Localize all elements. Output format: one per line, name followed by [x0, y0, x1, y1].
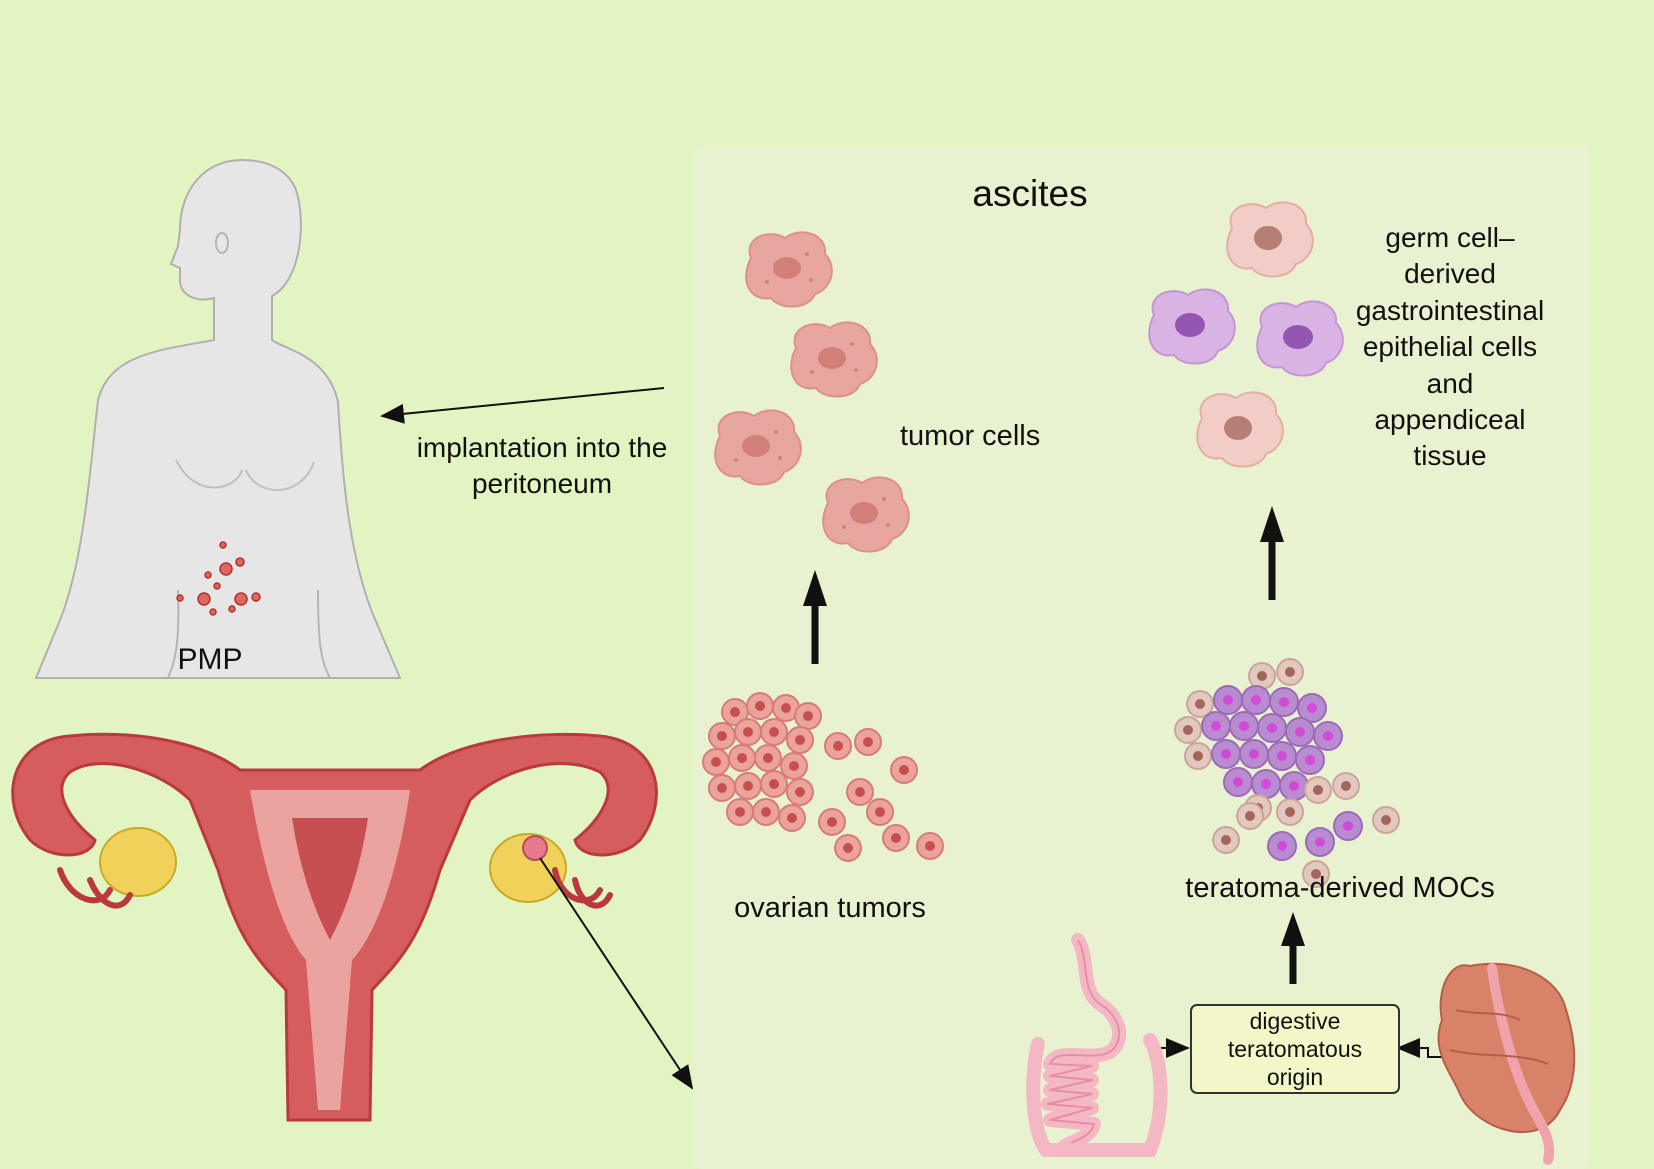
- human-body-icon: [34, 158, 402, 679]
- implantation-label: implantation into the peritoneum: [416, 432, 668, 500]
- uterus-icon: [11, 732, 658, 1122]
- ovary-to-panel-arrow: [539, 857, 694, 1090]
- cell-cluster-icon: [702, 692, 944, 862]
- origin-up-arrow: [1281, 912, 1305, 984]
- ovarian-up-arrow: [803, 570, 827, 664]
- germ-cell-label: germ cell– derived gastrointestinal epit…: [1355, 222, 1545, 472]
- tumor-cells-label: tumor cells: [900, 420, 1041, 452]
- implantation-arrow: [380, 387, 665, 424]
- moc-cluster-icon: [1174, 658, 1400, 888]
- tumor-cell-icon: [714, 231, 910, 553]
- appendix-icon: [1437, 962, 1576, 1165]
- ovarian-tumors-label: ovarian tumors: [734, 892, 926, 924]
- teratoma-mocs-label: teratoma-derived MOCs: [1185, 872, 1495, 904]
- digestive-origin-box: digestive teratomatous origin: [1190, 1004, 1400, 1094]
- intestine-icon: [1026, 933, 1168, 1157]
- teratoma-up-arrow: [1260, 506, 1284, 600]
- pmp-label: PMP: [177, 643, 243, 676]
- digestive-origin-label: digestive teratomatous origin: [1227, 1007, 1363, 1091]
- appendix-arrow: [1396, 1038, 1452, 1058]
- germ-cell-icon: [1148, 201, 1344, 468]
- ascites-label: ascites: [972, 173, 1088, 214]
